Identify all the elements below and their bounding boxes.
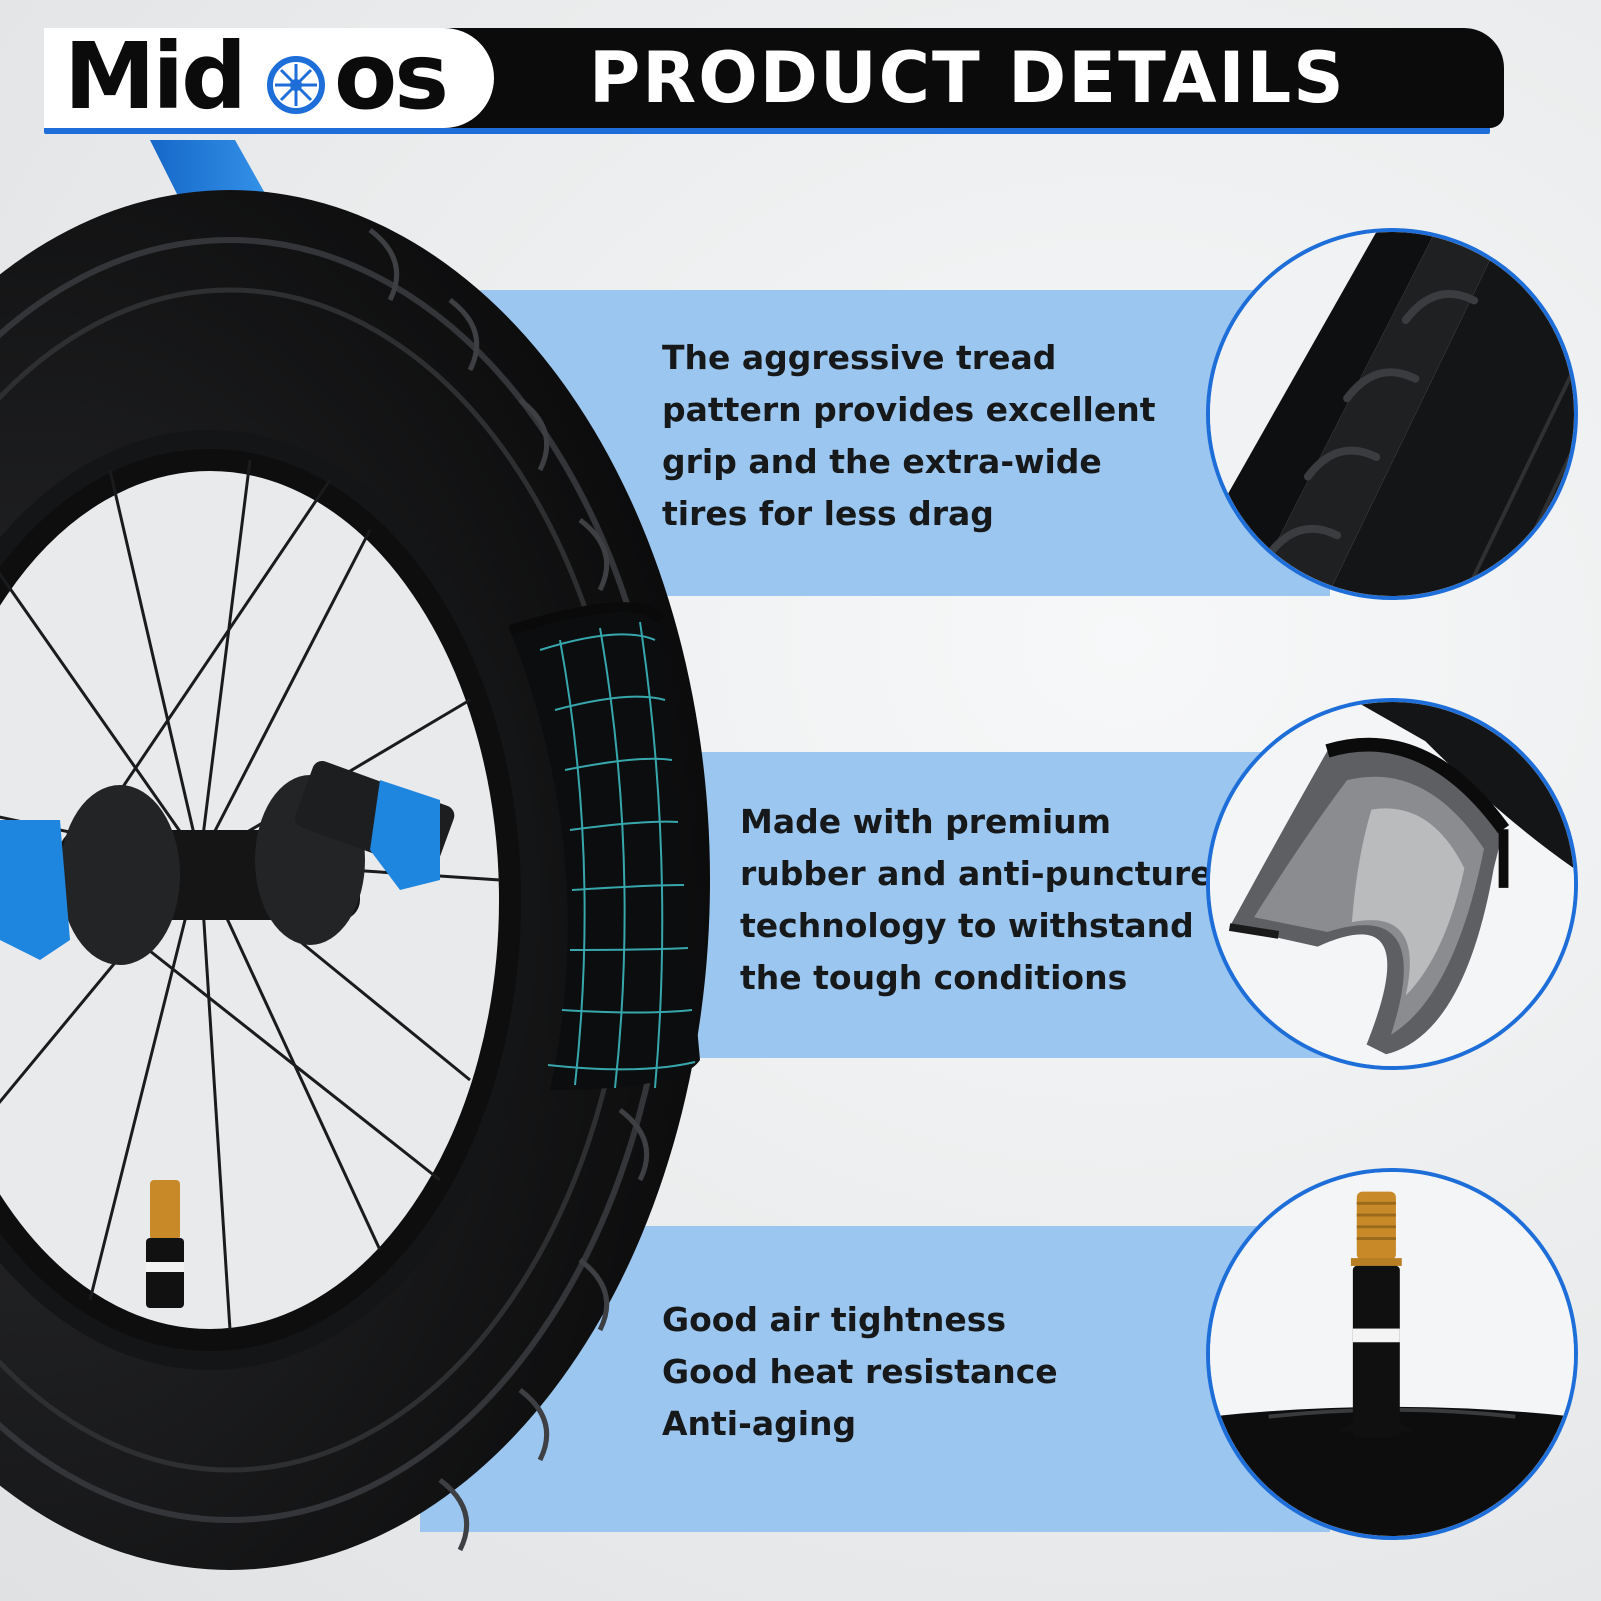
feature-line: the tough conditions — [740, 958, 1128, 997]
brand-wordmark: Mid os — [64, 26, 449, 126]
feature-line: Made with premium — [740, 802, 1112, 841]
inner-tube-valve-icon — [1206, 1168, 1578, 1540]
feature-text-rubber: Made with premium rubber and anti-punctu… — [740, 796, 1213, 1004]
svg-text:os: os — [334, 26, 446, 126]
feature-line: grip and the extra-wide — [662, 442, 1102, 481]
wheel-logo-icon — [267, 56, 325, 114]
header-underline — [44, 126, 1490, 134]
feature-line: pattern provides excellent — [662, 390, 1156, 429]
page-title: PRODUCT DETAILS — [589, 37, 1346, 119]
header-title-bar — [424, 28, 1514, 132]
tire-cross-section-icon — [1206, 698, 1578, 1070]
feature-text-tread: The aggressive tread pattern provides ex… — [662, 332, 1156, 540]
svg-text:Mid: Mid — [64, 26, 244, 126]
feature-line: tires for less drag — [662, 494, 994, 533]
feature-line: Anti-aging — [662, 1404, 857, 1443]
brand-logo — [44, 28, 494, 128]
feature-line: Good heat resistance — [662, 1352, 1058, 1391]
feature-text-valve: Good air tightness Good heat resistance … — [662, 1294, 1058, 1450]
header-banner: PRODUCT DETAILS — [44, 28, 1514, 134]
feature-line: The aggressive tread — [662, 338, 1057, 377]
feature-line: Good air tightness — [662, 1300, 1007, 1339]
feature-line: rubber and anti-puncture — [740, 854, 1213, 893]
tire-tread-closeup-icon — [1206, 228, 1578, 600]
feature-line: technology to withstand — [740, 906, 1194, 945]
